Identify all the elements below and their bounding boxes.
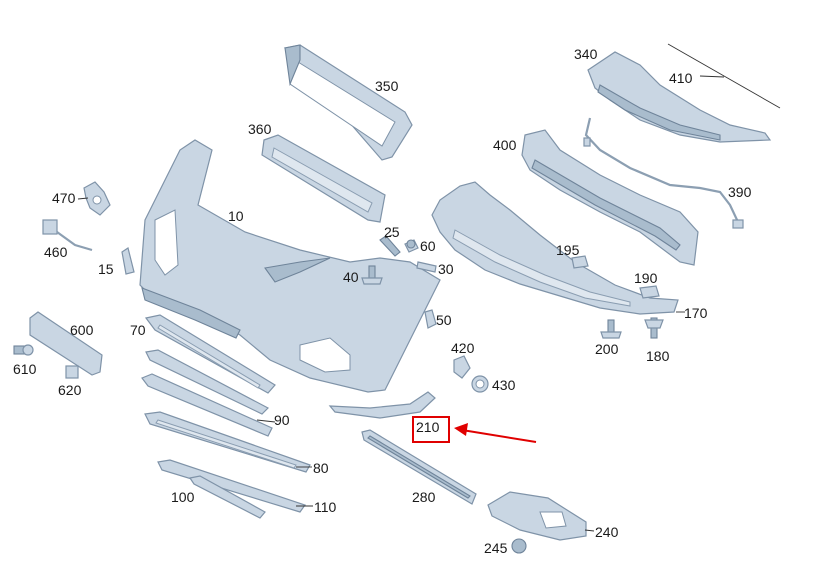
part-strip	[145, 349, 269, 415]
part-15-cover	[121, 247, 135, 275]
part-50-clip	[424, 309, 437, 329]
label-610: 610	[13, 361, 37, 377]
part-70-lower-grille	[144, 314, 276, 394]
part-100-lower-trim	[189, 475, 266, 519]
label-50: 50	[436, 312, 452, 328]
label-170: 170	[684, 305, 708, 321]
part-210-spoiler-trim	[328, 391, 436, 419]
label-190: 190	[634, 270, 658, 286]
part-60-clip	[404, 239, 419, 253]
part-195-bracket	[571, 255, 589, 269]
label-40: 40	[343, 269, 359, 285]
part-80-grille	[144, 411, 311, 473]
part-420-bracket	[453, 355, 471, 379]
part-25-trim	[379, 235, 401, 257]
label-600: 600	[70, 322, 94, 338]
part-180-fastener	[644, 317, 664, 339]
label-400: 400	[493, 137, 517, 153]
leader-90	[256, 419, 276, 423]
label-390: 390	[728, 184, 752, 200]
part-390-cable	[583, 117, 744, 229]
leader-470	[77, 197, 89, 200]
part-460-sensor	[42, 219, 93, 252]
label-210: 210	[416, 419, 440, 435]
part-40-bolt	[361, 265, 383, 285]
part-90-trim-strip	[141, 373, 273, 437]
part-400-absorber	[521, 129, 699, 266]
label-15: 15	[98, 261, 114, 277]
label-60: 60	[420, 238, 436, 254]
label-80: 80	[313, 460, 329, 476]
label-410: 410	[669, 70, 693, 86]
leader-240	[584, 529, 595, 532]
part-30-strip	[416, 261, 437, 273]
label-240: 240	[595, 524, 619, 540]
part-340-410-upper-beam	[587, 51, 772, 143]
leader-25	[384, 234, 393, 239]
separator-line	[667, 43, 781, 109]
label-620: 620	[58, 382, 82, 398]
label-10: 10	[228, 208, 244, 224]
highlight-arrow-head	[454, 423, 468, 436]
label-360: 360	[248, 121, 272, 137]
part-600-plate-bracket	[29, 311, 103, 376]
label-420: 420	[451, 340, 475, 356]
part-470-bracket	[83, 181, 111, 216]
label-110: 110	[314, 499, 337, 515]
part-190-bracket	[639, 285, 660, 299]
label-100: 100	[171, 489, 195, 505]
label-245: 245	[484, 540, 508, 556]
part-245-cap	[511, 538, 527, 554]
part-240-side-grille	[487, 491, 587, 541]
part-430-ring	[471, 375, 489, 393]
part-200-fastener	[600, 319, 622, 339]
label-340: 340	[574, 46, 598, 62]
part-10-front-bumper	[139, 139, 441, 393]
label-195: 195	[556, 242, 580, 258]
part-620-clip	[65, 365, 79, 379]
part-280-lower-mesh	[361, 429, 477, 505]
label-25: 25	[384, 224, 400, 240]
label-280: 280	[412, 489, 436, 505]
label-350: 350	[375, 78, 399, 94]
label-200: 200	[595, 341, 619, 357]
label-70: 70	[130, 322, 146, 338]
leader-410	[699, 75, 725, 78]
part-610-screw	[13, 344, 34, 356]
label-30: 30	[438, 261, 454, 277]
label-90: 90	[274, 412, 290, 428]
label-430: 430	[492, 377, 516, 393]
part-360-grille-insert	[261, 134, 386, 223]
part-110-lower-strip	[157, 459, 306, 513]
highlight-arrow-shaft	[461, 429, 537, 443]
label-460: 460	[44, 244, 68, 260]
part-170-underbody-panel	[431, 181, 679, 315]
label-470: 470	[52, 190, 76, 206]
highlight-box-210	[412, 416, 450, 443]
label-180: 180	[646, 348, 670, 364]
part-350-grille-frame	[283, 44, 413, 161]
